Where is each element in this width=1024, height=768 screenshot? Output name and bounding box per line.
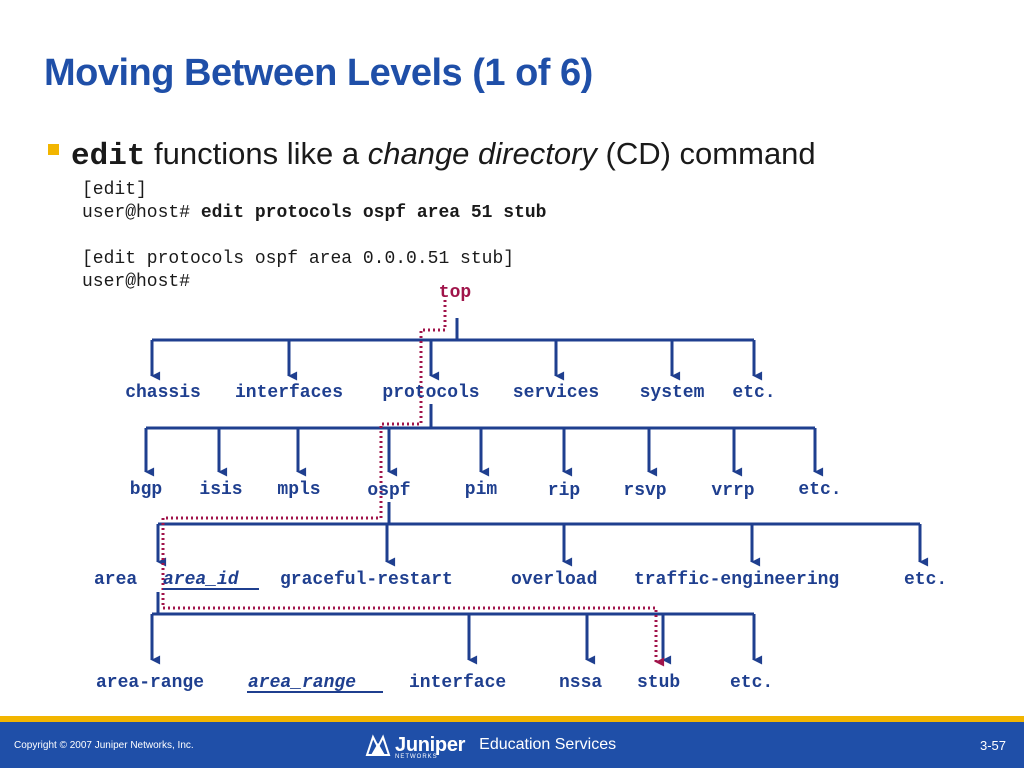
tree-node-interface: interface [409,673,506,693]
tree-connectors [144,318,929,665]
juniper-logo: Juniper NETWORKS Education Services [365,732,617,760]
code-line-command: user@host# edit protocols ospf area 51 s… [82,202,546,224]
tree-node-services: services [513,383,599,403]
tree-node-isis: isis [199,480,242,500]
edit-keyword: edit [71,139,146,174]
bullet-square-icon [48,144,59,156]
tree-node-chassis: chassis [125,383,201,403]
tree-node-vrrp: vrrp [711,481,754,501]
logo-subtitle: NETWORKS [395,754,438,760]
tree-root-label: top [439,283,471,303]
tree-node-mpls: mpls [277,480,320,500]
tree-node-area-range-var: area_range [248,673,356,693]
tree-node-protocols: protocols [382,383,479,403]
tree-node-ospf: ospf [367,481,410,501]
code-line-edit: [edit] [82,180,147,200]
code-line-prompt: user@host# [82,272,191,292]
tree-node-area-id: area_id [163,570,240,590]
tree-node-area-range: area-range [96,673,204,693]
tree-node-pim: pim [465,480,498,500]
tree-node-rsvp: rsvp [623,481,666,501]
tree-node-traffic-engineering: traffic-engineering [634,570,839,590]
tree-node-nssa: nssa [559,673,602,693]
tree-node-stub: stub [637,673,680,693]
tree-node-bgp: bgp [130,480,162,500]
slide-title: Moving Between Levels (1 of 6) [44,52,593,94]
code-command: edit protocols ospf area 51 stub [200,203,547,223]
logo-wordmark: Juniper [395,733,466,756]
footer-stripe [0,716,1024,722]
tree-node-etc-level4: etc. [730,673,773,693]
tree-node-etc-level3: etc. [904,570,947,590]
hierarchy-tree: top chassis interfaces protocols service… [94,283,947,693]
navigation-path [161,300,665,667]
education-services-label: Education Services [479,736,617,753]
bullet-text-after: (CD) command [596,136,816,171]
code-prompt: user@host# [82,203,201,223]
bullet-point: edit functions like a change directory (… [48,136,816,174]
tree-node-graceful-restart: graceful-restart [280,570,453,590]
tree-node-etc-level1: etc. [732,383,775,403]
bullet-text-italic: change directory [367,136,597,171]
bullet-text-before: functions like a [145,136,368,171]
copyright-text: Copyright © 2007 Juniper Networks, Inc. [14,740,194,751]
tree-node-overload: overload [511,570,597,590]
tree-node-interfaces: interfaces [235,383,343,403]
page-number: 3-57 [979,738,1006,753]
tree-node-rip: rip [548,481,580,501]
footer-bar [0,716,1024,768]
tree-node-system: system [640,383,705,403]
tree-node-etc-level2: etc. [798,480,841,500]
juniper-logo-icon [365,734,391,756]
tree-node-area: area [94,570,137,590]
code-line-context: [edit protocols ospf area 0.0.0.51 stub] [82,249,515,269]
